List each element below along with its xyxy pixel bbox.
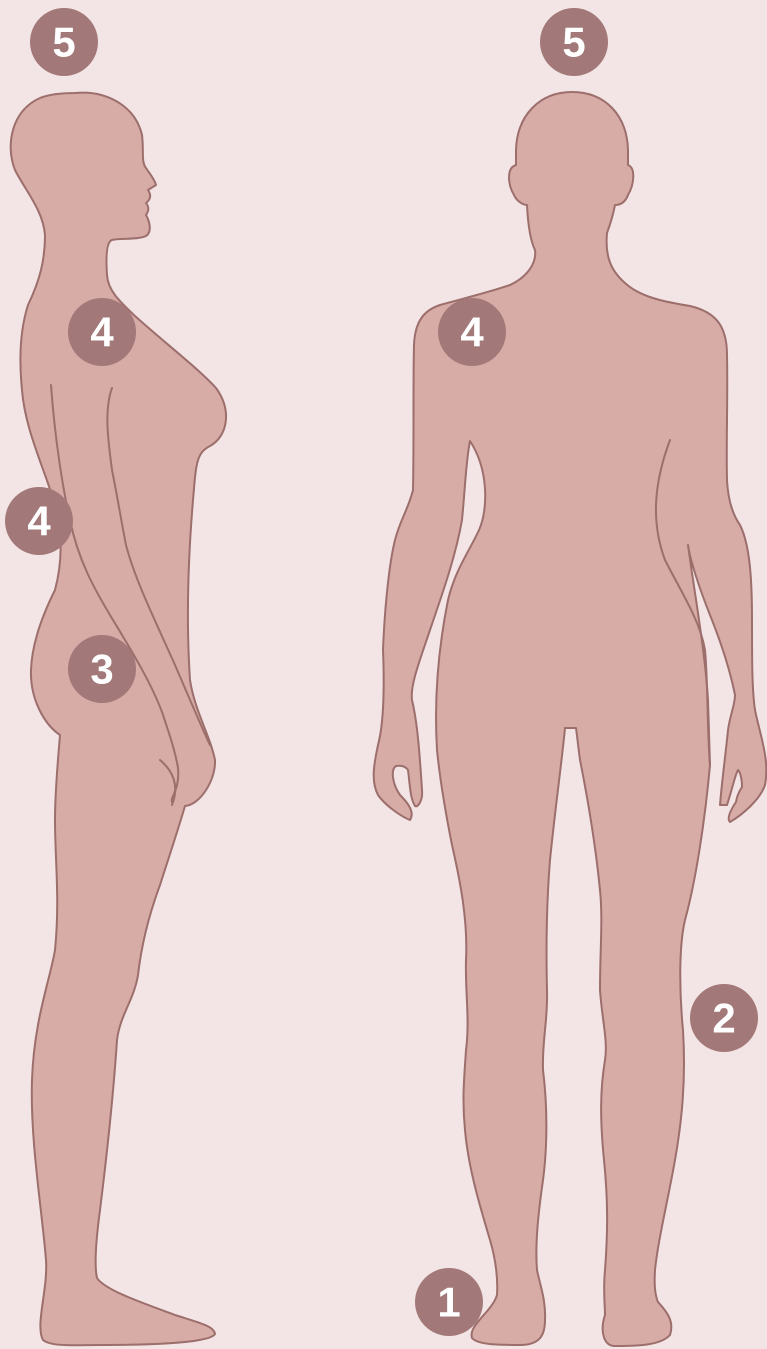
svg-text:3: 3 — [90, 646, 113, 693]
svg-text:1: 1 — [437, 1279, 460, 1326]
svg-text:2: 2 — [712, 995, 735, 1042]
marker-side-back: 4 — [5, 487, 73, 555]
svg-text:4: 4 — [27, 498, 51, 545]
marker-front-foot: 1 — [415, 1268, 483, 1336]
marker-side-shoulder: 4 — [68, 298, 136, 366]
marker-front-shoulder: 4 — [438, 298, 506, 366]
side-figure-silhouette — [11, 93, 226, 1346]
svg-text:4: 4 — [460, 309, 484, 356]
svg-text:4: 4 — [90, 309, 114, 356]
svg-text:5: 5 — [52, 19, 75, 66]
svg-text:5: 5 — [562, 19, 585, 66]
marker-front-calf: 2 — [690, 984, 758, 1052]
marker-front-head: 5 — [540, 8, 608, 76]
side-view-figure — [11, 93, 226, 1346]
front-view-figure — [374, 92, 767, 1346]
marker-side-hip: 3 — [68, 635, 136, 703]
marker-side-head: 5 — [30, 8, 98, 76]
